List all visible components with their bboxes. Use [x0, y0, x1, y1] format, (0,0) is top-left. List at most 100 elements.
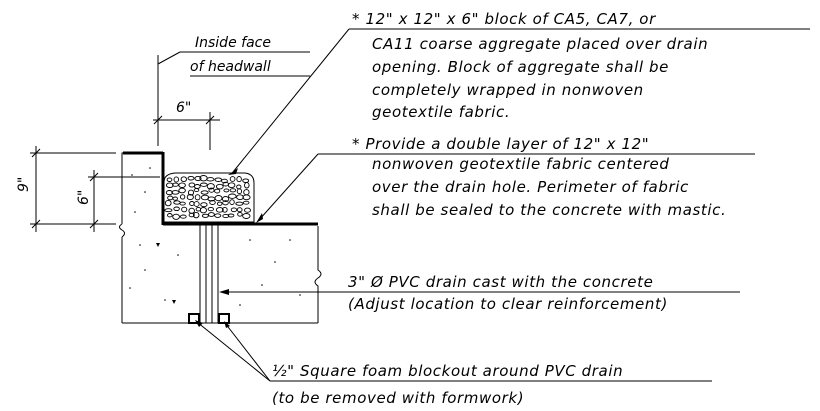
note-pvc-line-2: (Adjust location to clear reinforcement): [348, 295, 668, 313]
dimension-6-vertical: 6": [76, 170, 160, 232]
aggregate-stone: [172, 196, 178, 201]
aggregate-stone: [167, 213, 173, 218]
aggregate-stone: [221, 196, 230, 202]
aggregate-stone: [221, 178, 228, 184]
note-foam: ½" Square foam blockout around PVC drain…: [195, 320, 712, 407]
note-fabric-line-3: over the drain hole. Perimeter of fabric: [372, 178, 689, 196]
concrete-hatch: [129, 167, 301, 306]
aggregate-stone: [188, 212, 195, 218]
aggregate-stone: [214, 177, 223, 182]
aggregate-stone: [186, 194, 194, 201]
aggregate-stone: [236, 194, 244, 201]
aggregate-stone: [206, 183, 215, 190]
aggregate-stone: [236, 188, 243, 195]
aggregate-stone: [229, 199, 235, 205]
note-pvc: 3" Ø PVC drain cast with the concrete (A…: [219, 273, 740, 313]
dimension-6-horizontal: 6": [153, 100, 220, 150]
aggregate-stone: [167, 195, 174, 201]
aggregate-stone: [214, 213, 222, 218]
foam-blockout-right: [218, 313, 230, 324]
aggregate-stone: [242, 200, 250, 205]
aggregate-stone: [201, 213, 209, 218]
inside-face-label: Inside face of headwall: [157, 35, 310, 146]
aggregate-stone: [230, 207, 238, 213]
aggregate-stone: [222, 213, 230, 219]
aggregate-stone: [214, 195, 223, 202]
dim-9-vertical-label: 9": [16, 177, 32, 192]
aggregate-stone: [178, 187, 186, 194]
aggregate-stone: [187, 189, 195, 196]
note-aggregate-line-3: opening. Block of aggregate shall be: [372, 58, 669, 76]
aggregate-stone: [207, 206, 214, 212]
dim-6-horizontal-label: 6": [176, 100, 191, 116]
note-fabric: * Provide a double layer of 12" x 12" no…: [256, 135, 755, 223]
note-aggregate-line-1: * 12" x 12" x 6" block of CA5, CA7, or: [352, 10, 656, 28]
aggregate-stone: [236, 207, 243, 213]
aggregate-stone: [216, 201, 223, 206]
aggregate-stone: [244, 182, 250, 189]
aggregate-stone: [223, 188, 230, 193]
aggregate-stone: [244, 207, 251, 213]
aggregate-stone: [172, 213, 180, 220]
inside-face-text-1: Inside face: [195, 35, 271, 51]
aggregate-stone: [215, 207, 224, 213]
aggregate-stone: [236, 184, 242, 190]
note-aggregate-line-5: geotextile fabric.: [372, 103, 510, 121]
aggregate-stone: [193, 184, 201, 189]
aggregate-stone: [188, 182, 196, 188]
note-aggregate-line-2: CA11 coarse aggregate placed over drain: [372, 35, 708, 53]
concrete-section: [119, 151, 322, 324]
aggregate-stone: [165, 190, 173, 196]
aggregate-stone: [193, 201, 200, 207]
aggregate-stone: [206, 177, 215, 182]
aggregate-stone: [222, 200, 229, 206]
aggregate-stone: [227, 213, 235, 218]
aggregate-stone: [228, 193, 237, 199]
aggregate-stone: [242, 194, 251, 201]
aggregate-stone: [173, 200, 181, 205]
aggregate-stone: [236, 176, 242, 183]
aggregate-stone: [179, 194, 186, 200]
aggregate-stone: [194, 175, 202, 182]
aggregate-stone: [166, 177, 173, 182]
foam-blockout-left: [188, 313, 200, 324]
pvc-drain: [188, 224, 230, 324]
aggregate-stone: [171, 190, 180, 195]
note-fabric-line-2: nonwoven geotextile fabric centered: [372, 155, 670, 173]
aggregate-stone: [192, 211, 200, 219]
aggregate-stone: [214, 188, 221, 194]
aggregate-stones: [164, 175, 251, 220]
aggregate-stone: [199, 182, 208, 187]
aggregate-stone: [173, 206, 180, 212]
note-pvc-line-1: 3" Ø PVC drain cast with the concrete: [348, 273, 653, 291]
aggregate-stone: [242, 213, 251, 219]
note-fabric-line-4: shall be sealed to the concrete with mas…: [372, 201, 726, 219]
aggregate-stone: [173, 176, 180, 183]
aggregate-stone: [215, 183, 224, 190]
note-aggregate-line-4: completely wrapped in nonwoven: [372, 81, 644, 99]
aggregate-stone: [243, 189, 250, 196]
aggregate-stone: [188, 207, 195, 214]
aggregate-stone: [199, 207, 207, 214]
aggregate-stone: [237, 211, 243, 217]
aggregate-stone: [189, 201, 195, 206]
aggregate-stone: [208, 187, 215, 193]
aggregate-stone: [209, 200, 216, 205]
aggregate-stone: [178, 182, 186, 188]
note-foam-line-1: ½" Square foam blockout around PVC drain: [272, 362, 623, 380]
note-fabric-line-1: * Provide a double layer of 12" x 12": [352, 135, 649, 153]
aggregate-stone: [221, 206, 228, 213]
aggregate-stone: [165, 182, 174, 188]
dimension-9-vertical: 9": [16, 146, 116, 232]
aggregate-stone: [229, 188, 237, 193]
aggregate-stone: [179, 201, 186, 206]
aggregate-stone: [235, 201, 244, 206]
note-aggregate: * 12" x 12" x 6" block of CA5, CA7, or C…: [228, 10, 810, 175]
aggregate-stone: [180, 176, 187, 183]
aggregate-stone: [193, 188, 200, 193]
aggregate-stone: [181, 206, 188, 213]
aggregate-stone: [187, 175, 195, 181]
aggregate-stone: [207, 212, 215, 217]
aggregate-stone: [194, 194, 201, 201]
